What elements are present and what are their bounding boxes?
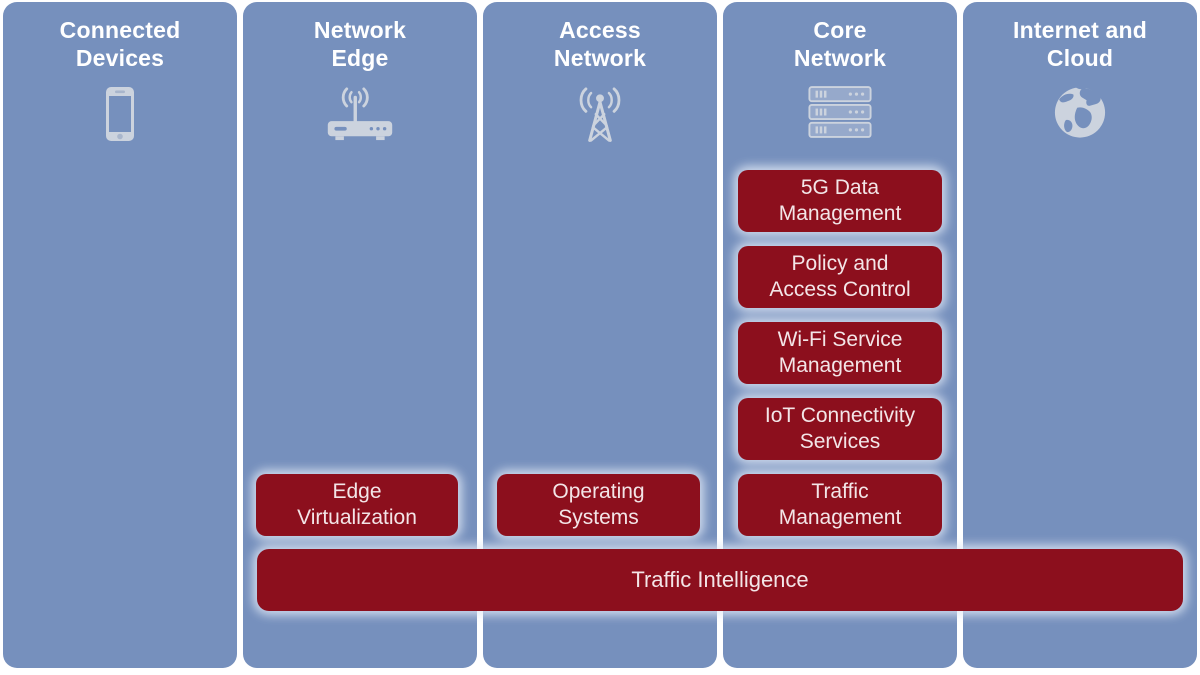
service-box-5g-data-management: 5G Data Management bbox=[738, 170, 942, 232]
column-title-internet-cloud: Internet and Cloud bbox=[1012, 17, 1148, 71]
column-title-core-network: Core Network bbox=[793, 17, 887, 71]
server-stack-icon bbox=[808, 86, 872, 138]
service-box-traffic-management: Traffic Management bbox=[738, 474, 942, 536]
wireless-router-icon bbox=[327, 87, 393, 141]
service-box-iot-connectivity-services: IoT Connectivity Services bbox=[738, 398, 942, 460]
globe-icon bbox=[1054, 86, 1106, 138]
smartphone-icon bbox=[106, 87, 134, 141]
column-title-network-edge: Network Edge bbox=[313, 17, 407, 71]
column-title-connected-devices: Connected Devices bbox=[59, 17, 181, 71]
service-bar-traffic-intelligence: Traffic Intelligence bbox=[257, 549, 1183, 611]
service-box-wifi-service-management: Wi-Fi Service Management bbox=[738, 322, 942, 384]
service-box-operating-systems: Operating Systems bbox=[497, 474, 700, 536]
column-title-access-network: Access Network bbox=[553, 17, 647, 71]
service-box-policy-access-control: Policy and Access Control bbox=[738, 246, 942, 308]
column-connected-devices: Connected Devices bbox=[3, 2, 237, 668]
service-box-edge-virtualization: Edge Virtualization bbox=[256, 474, 458, 536]
cell-tower-icon bbox=[579, 87, 621, 142]
